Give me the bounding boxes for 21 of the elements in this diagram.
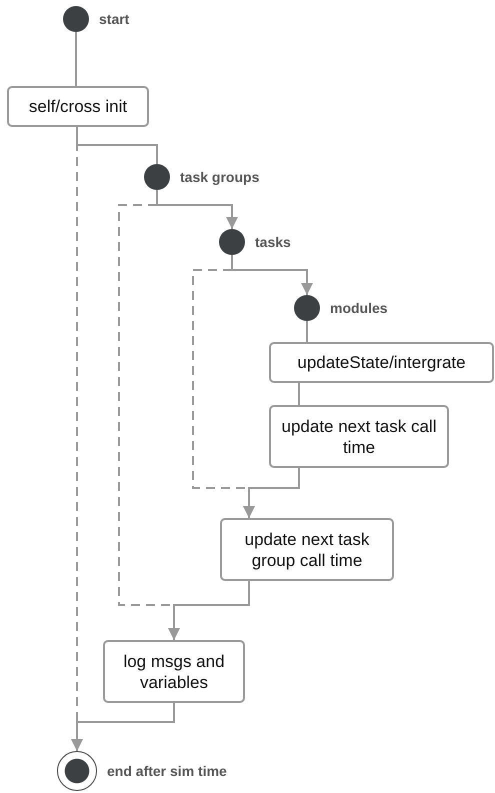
- initial-node: [144, 164, 170, 190]
- node-caption: modules: [330, 300, 388, 316]
- process-box: update next task call time: [269, 405, 449, 468]
- final-node: [57, 751, 97, 791]
- node-caption: task groups: [180, 169, 260, 185]
- node-caption: tasks: [255, 234, 291, 250]
- process-box: update next task group call time: [220, 518, 394, 581]
- node-caption: start: [99, 11, 130, 27]
- initial-node: [294, 295, 320, 321]
- node-caption: end after sim time: [107, 763, 227, 779]
- initial-node: [63, 6, 89, 32]
- connector-line: [306, 321, 308, 342]
- process-box: updateState/intergrate: [269, 342, 494, 383]
- arrow: [243, 468, 300, 518]
- process-box: log msgs and variables: [103, 640, 245, 703]
- process-box: self/cross init: [7, 86, 149, 127]
- arrow: [71, 703, 175, 751]
- initial-node: [219, 229, 245, 255]
- connector-line: [75, 32, 77, 86]
- connector-line: [298, 383, 300, 405]
- arrow: [168, 581, 250, 640]
